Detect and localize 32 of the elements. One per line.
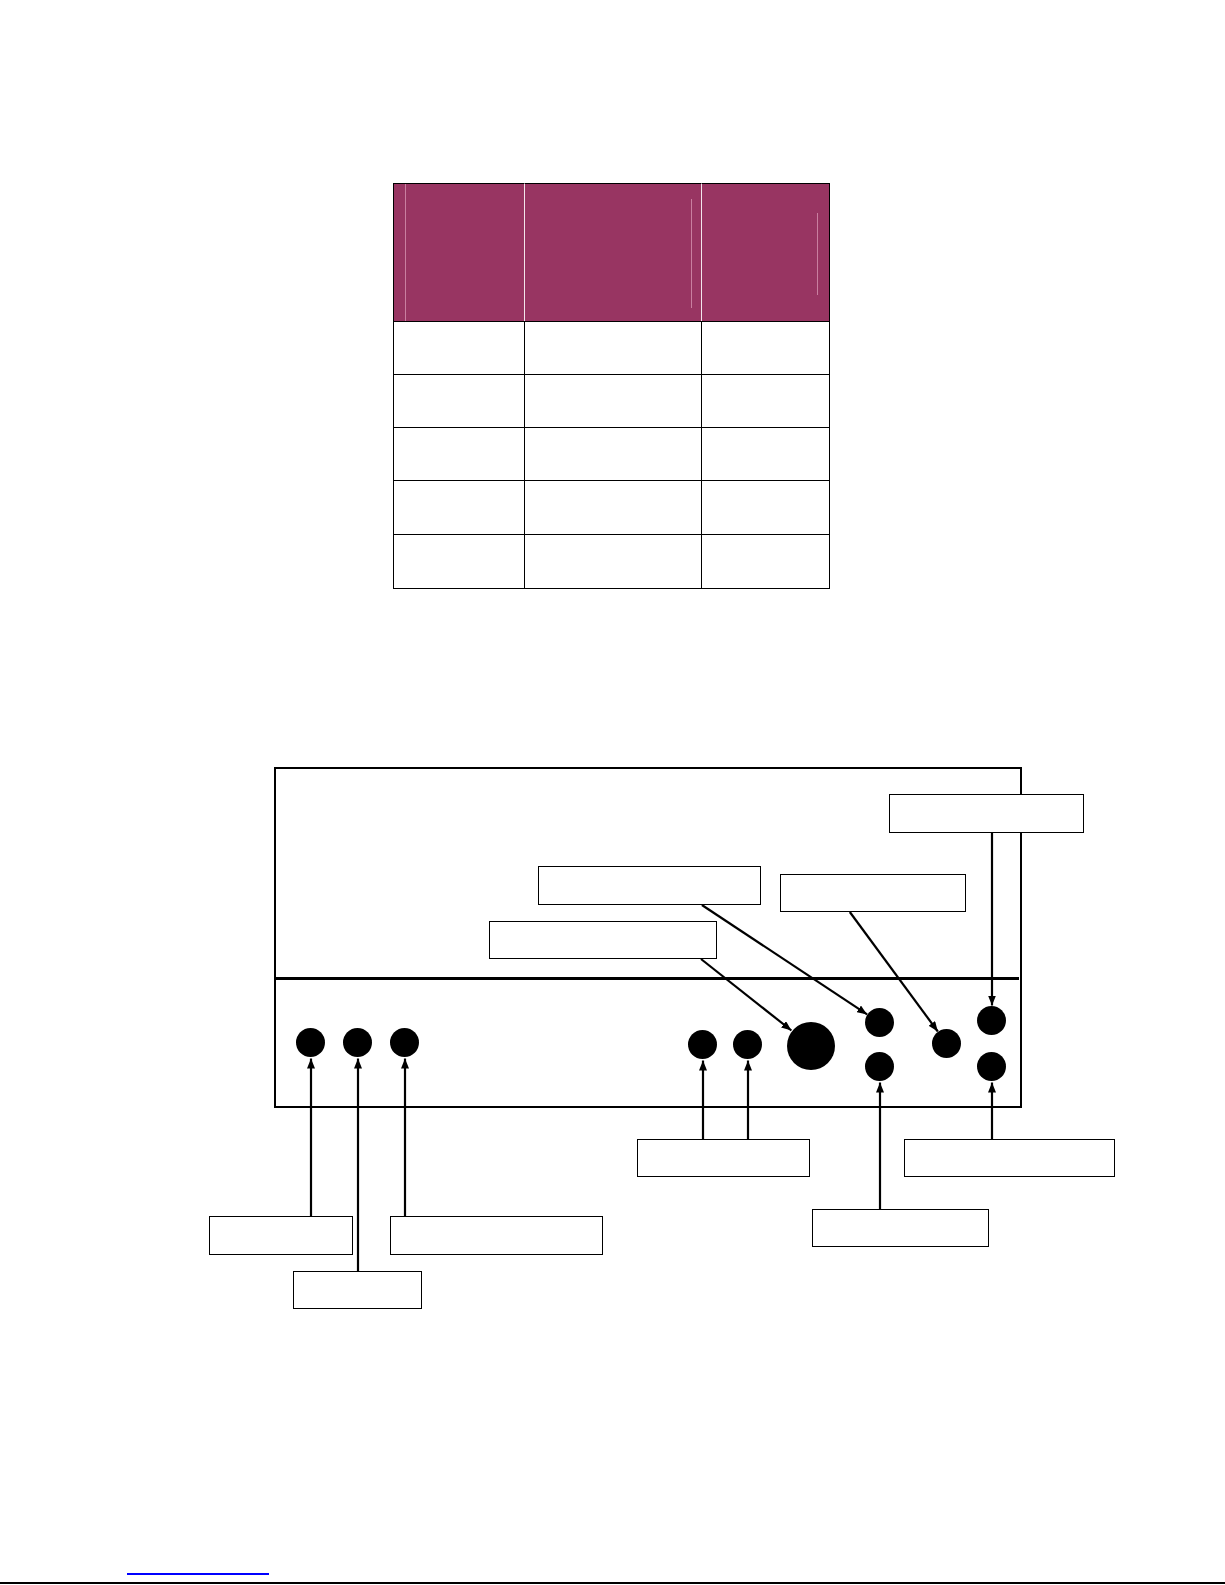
answer-box: [390, 1216, 603, 1255]
leader-arrow: [401, 1058, 409, 1216]
knob: [688, 1030, 717, 1059]
answer-box: [537, 865, 761, 905]
device-outline: [274, 767, 1022, 1108]
leader-arrow: [848, 911, 939, 1033]
knob: [865, 1052, 894, 1081]
leader-arrow: [699, 1060, 707, 1139]
answer-box: [812, 1209, 989, 1247]
answer-box: [779, 873, 966, 912]
leader-arrow: [354, 1058, 362, 1271]
leader-arrow: [988, 833, 996, 1006]
knob: [733, 1030, 762, 1059]
knob: [977, 1006, 1006, 1035]
knob: [343, 1028, 372, 1057]
leader-arrow: [700, 958, 793, 1032]
leader-arrow: [307, 1058, 315, 1216]
leader-arrow: [744, 1060, 752, 1139]
knob: [296, 1028, 325, 1057]
knob: [865, 1008, 894, 1037]
answer-box: [889, 794, 1084, 833]
answer-box: [904, 1139, 1115, 1177]
knob: [390, 1028, 419, 1057]
answer-box: [637, 1139, 810, 1177]
leader-arrow: [876, 1082, 884, 1209]
large-knob: [786, 1021, 835, 1070]
answer-box: [293, 1271, 422, 1309]
leader-arrow: [988, 1082, 996, 1139]
answer-box: [209, 1216, 353, 1255]
knob: [977, 1052, 1006, 1081]
knob: [932, 1029, 961, 1058]
answer-box: [488, 920, 717, 959]
